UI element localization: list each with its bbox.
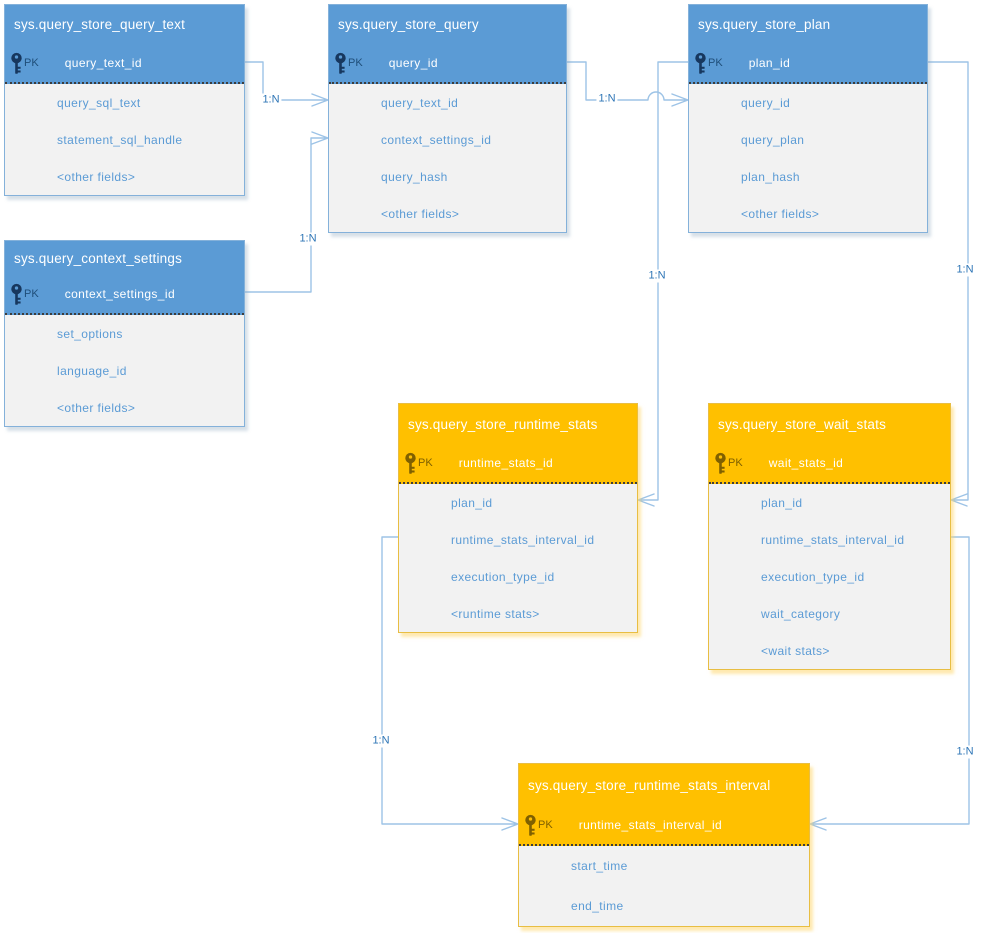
cardinality-label: 1:N [260, 93, 282, 107]
table-title: sys.query_store_runtime_stats_interval [519, 764, 809, 806]
key-icon [525, 814, 536, 836]
table-query-context-settings[interactable]: sys.query_context_settings PK context_se… [4, 240, 245, 427]
field-row: execution_type_id [451, 569, 555, 584]
pk-row: PK runtime_stats_id [399, 444, 637, 484]
pk-row: PK wait_stats_id [709, 444, 950, 484]
key-icon [11, 52, 22, 74]
table-title: sys.query_context_settings [5, 241, 244, 275]
pk-field-name: context_settings_id [64, 287, 176, 301]
pk-label: PK [348, 57, 363, 69]
field-row: <runtime stats> [451, 606, 540, 621]
pk-row: PK runtime_stats_interval_id [519, 806, 809, 846]
field-row: execution_type_id [761, 569, 865, 584]
table-query-store-runtime-stats[interactable]: sys.query_store_runtime_stats PK runtime… [398, 403, 638, 633]
cardinality-label: 1:N [646, 269, 668, 283]
cardinality-label: 1:N [954, 263, 976, 277]
field-row: query_text_id [381, 95, 459, 110]
pk-field-name: query_id [388, 56, 438, 70]
field-row: set_options [57, 326, 123, 341]
field-row: plan_id [451, 495, 493, 510]
table-title: sys.query_store_runtime_stats [399, 404, 637, 444]
table-query-store-query-text[interactable]: sys.query_store_query_text PK query_text… [4, 4, 245, 196]
cardinality-label: 1:N [596, 92, 618, 106]
field-row: language_id [57, 363, 127, 378]
field-row: query_hash [381, 169, 448, 184]
key-icon [11, 283, 22, 305]
field-row: plan_hash [741, 169, 800, 184]
field-row: context_settings_id [381, 132, 492, 147]
field-row: <other fields> [741, 206, 820, 221]
connector-query-to-plan [566, 61, 689, 107]
field-row: <other fields> [57, 400, 136, 415]
pk-row: PK query_id [329, 44, 566, 84]
field-row: <other fields> [381, 206, 460, 221]
pk-row: PK context_settings_id [5, 275, 244, 315]
pk-row: PK plan_id [689, 44, 927, 84]
field-row: <other fields> [57, 169, 136, 184]
field-row: runtime_stats_interval_id [451, 532, 595, 547]
pk-label: PK [708, 57, 723, 69]
field-row: statement_sql_handle [57, 132, 183, 147]
key-icon [695, 52, 706, 74]
pk-field-name: plan_id [748, 56, 791, 70]
cardinality-label: 1:N [297, 232, 319, 246]
field-row: runtime_stats_interval_id [761, 532, 905, 547]
table-title: sys.query_store_query [329, 5, 566, 44]
pk-label: PK [728, 457, 743, 469]
field-row: start_time [571, 859, 628, 873]
connector-query-text-to-query [244, 61, 329, 107]
connector-plan-to-runtime-stats [637, 61, 689, 507]
connector-context-settings-to-query [244, 131, 329, 293]
table-title: sys.query_store_query_text [5, 5, 244, 44]
table-query-store-query[interactable]: sys.query_store_query PK query_id query_… [328, 4, 567, 233]
field-row: query_id [741, 95, 791, 110]
key-icon [335, 52, 346, 74]
field-row: wait_category [761, 606, 841, 621]
pk-field-name: runtime_stats_interval_id [578, 818, 723, 832]
field-row: query_plan [741, 132, 805, 147]
field-row: plan_id [761, 495, 803, 510]
field-row: end_time [571, 899, 624, 913]
pk-label: PK [538, 819, 553, 831]
pk-row: PK query_text_id [5, 44, 244, 84]
table-query-store-runtime-stats-interval[interactable]: sys.query_store_runtime_stats_interval P… [518, 763, 810, 927]
table-query-store-wait-stats[interactable]: sys.query_store_wait_stats PK wait_stats… [708, 403, 951, 670]
field-row: query_sql_text [57, 95, 141, 110]
pk-field-name: wait_stats_id [768, 456, 844, 470]
key-icon [715, 452, 726, 474]
cardinality-label: 1:N [370, 734, 392, 748]
table-query-store-plan[interactable]: sys.query_store_plan PK plan_id query_id… [688, 4, 928, 233]
table-title: sys.query_store_plan [689, 5, 927, 44]
pk-label: PK [418, 457, 433, 469]
table-title: sys.query_store_wait_stats [709, 404, 950, 444]
pk-field-name: query_text_id [64, 56, 142, 70]
cardinality-label: 1:N [954, 745, 976, 759]
field-row: <wait stats> [761, 643, 830, 658]
pk-label: PK [24, 288, 39, 300]
key-icon [405, 452, 416, 474]
pk-field-name: runtime_stats_id [458, 456, 554, 470]
pk-label: PK [24, 57, 39, 69]
